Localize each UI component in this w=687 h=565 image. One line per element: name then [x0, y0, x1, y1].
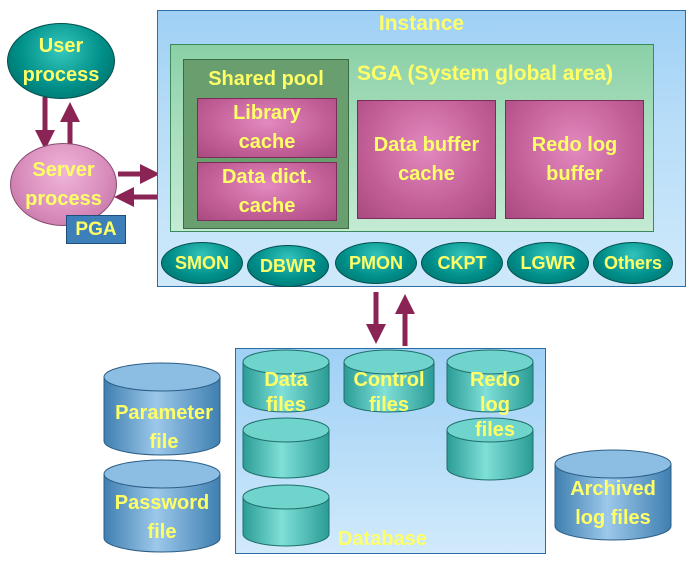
redo-log-files-line-1: Redo: [470, 369, 520, 391]
process-lgwr-label: LGWR: [520, 252, 576, 273]
redo-log-files-label: Redo log files: [447, 368, 543, 443]
data-files-cylinder-2: [242, 417, 330, 479]
control-files-line-1: Control: [353, 369, 425, 391]
data-dict-cache-line-2: cache: [238, 194, 296, 217]
parameter-file-label: Parameter file: [104, 399, 224, 457]
data-files-line-2: files: [265, 394, 307, 416]
user-process: User process: [7, 23, 115, 99]
password-file-line-2: file: [147, 521, 177, 543]
data-dict-cache-line-1: Data dict.: [221, 165, 313, 188]
process-others-label: Others: [603, 252, 663, 273]
process-ckpt-label: CKPT: [437, 252, 487, 273]
parameter-file-cylinder: [103, 362, 221, 456]
library-cache-line-2: cache: [238, 131, 296, 153]
data-files-cylinder-1: [242, 349, 330, 413]
pga-label: PGA: [75, 218, 117, 240]
redo-log-cylinder-2: [446, 417, 534, 481]
parameter-file-line-2: file: [149, 431, 179, 453]
process-lgwr: LGWR: [507, 242, 589, 284]
redo-log-buffer-line-2: buffer: [546, 162, 603, 185]
data-files-cylinder-3: [242, 484, 330, 547]
process-smon: SMON: [161, 242, 243, 284]
password-file-label: Password file: [104, 489, 220, 547]
process-others: Others: [593, 242, 673, 284]
data-files-label: Data files: [243, 368, 329, 418]
redo-log-files-line-2: log: [480, 394, 510, 416]
control-files-cylinder: [343, 349, 435, 413]
process-pmon: PMON: [335, 242, 417, 284]
data-buffer-cache-line-1: Data buffer: [373, 133, 480, 156]
user-process-line-2: process: [22, 64, 100, 86]
control-files-label: Control files: [334, 368, 444, 418]
pga-box: PGA: [66, 215, 126, 244]
data-dict-cache: Data dict. cache: [197, 162, 337, 221]
data-buffer-cache: Data buffer cache: [357, 100, 496, 219]
shared-pool-title: Shared pool: [208, 68, 324, 90]
redo-log-cylinder-1: [446, 349, 534, 413]
parameter-file-line-1: Parameter: [115, 402, 213, 424]
library-cache: Library cache: [197, 98, 337, 158]
process-dbwr: DBWR: [247, 245, 329, 287]
redo-log-buffer: Redo log buffer: [505, 100, 644, 219]
server-process-line-1: Server: [32, 158, 95, 181]
server-process: Server process: [10, 143, 117, 226]
process-pmon-label: PMON: [349, 252, 403, 273]
archived-log-files-line-1: Archived: [570, 478, 656, 500]
data-buffer-cache-line-2: cache: [398, 162, 455, 185]
process-ckpt: CKPT: [421, 242, 503, 284]
redo-log-buffer-line-1: Redo log: [531, 133, 618, 156]
archived-log-files-label: Archived log files: [553, 475, 673, 533]
database-label: Database: [338, 528, 427, 550]
archived-log-files-cylinder: [554, 449, 672, 541]
server-process-line-2: process: [25, 187, 102, 210]
process-dbwr-label: DBWR: [260, 255, 316, 276]
control-files-line-2: files: [368, 394, 410, 416]
password-file-line-1: Password: [114, 492, 210, 514]
library-cache-line-1: Library: [233, 102, 301, 124]
data-files-line-1: Data: [264, 369, 308, 391]
password-file-cylinder: [103, 459, 221, 553]
archived-log-files-line-2: log files: [575, 507, 651, 529]
redo-log-files-line-3: files: [474, 419, 516, 441]
sga-title: SGA (System global area): [357, 62, 613, 85]
user-process-line-1: User: [38, 35, 84, 57]
instance-title: Instance: [378, 12, 465, 35]
process-smon-label: SMON: [175, 252, 229, 273]
